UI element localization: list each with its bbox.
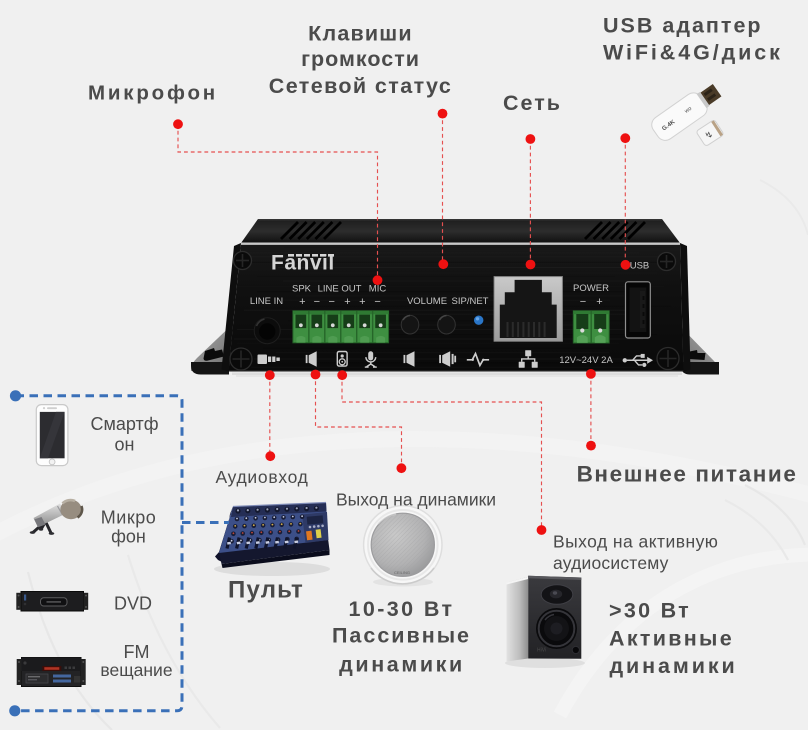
svg-text:+: + bbox=[359, 296, 365, 308]
svg-text:динамики: динамики bbox=[610, 654, 738, 678]
svg-text:>30 Вт: >30 Вт bbox=[609, 599, 691, 623]
svg-text:Клавиши: Клавиши bbox=[308, 22, 413, 46]
svg-text:фон: фон bbox=[111, 527, 146, 547]
svg-text:CEILING: CEILING bbox=[394, 570, 410, 575]
svg-text:LINE IN: LINE IN bbox=[250, 296, 283, 307]
svg-text:SIP/NET: SIP/NET bbox=[452, 296, 489, 307]
svg-text:SPK: SPK bbox=[292, 283, 312, 294]
svg-text:VOLUME: VOLUME bbox=[407, 296, 447, 307]
svg-text:WiFi&4G/диск: WiFi&4G/диск bbox=[603, 41, 783, 65]
svg-text:USB: USB bbox=[630, 260, 650, 271]
svg-text:+: + bbox=[344, 296, 350, 308]
svg-text:+: + bbox=[596, 296, 602, 308]
svg-text:Сетевой статус: Сетевой статус bbox=[269, 74, 452, 98]
svg-text:Выход на активную: Выход на активную bbox=[553, 532, 718, 552]
svg-text:он: он bbox=[115, 435, 135, 455]
svg-text:−: − bbox=[374, 296, 380, 308]
svg-text:Fanvil: Fanvil bbox=[271, 252, 335, 275]
svg-text:громкости: громкости bbox=[301, 47, 420, 71]
svg-text:Пульт: Пульт bbox=[228, 577, 304, 604]
svg-text:MIC: MIC bbox=[369, 283, 387, 294]
svg-text:динамики: динамики bbox=[339, 653, 465, 677]
svg-text:Микро: Микро bbox=[101, 508, 156, 528]
svg-text:Выход на динамики: Выход на динамики bbox=[336, 490, 496, 510]
svg-text:LINE OUT: LINE OUT bbox=[318, 283, 362, 294]
svg-text:вещание: вещание bbox=[100, 660, 172, 680]
svg-text:FM: FM bbox=[124, 642, 150, 662]
svg-text:Внешнее питание: Внешнее питание bbox=[577, 462, 798, 487]
svg-text:DVD: DVD bbox=[114, 594, 152, 614]
svg-text:POWER: POWER bbox=[573, 283, 609, 294]
svg-text:Микрофон: Микрофон bbox=[88, 82, 218, 105]
svg-text:USB адаптер: USB адаптер bbox=[603, 14, 763, 38]
svg-text:−: − bbox=[580, 296, 586, 308]
svg-text:Активные: Активные bbox=[609, 627, 734, 651]
svg-text:Сеть: Сеть bbox=[503, 91, 562, 115]
svg-text:+: + bbox=[299, 296, 305, 308]
svg-text:HiVi: HiVi bbox=[537, 648, 546, 654]
svg-text:Аудиовход: Аудиовход bbox=[215, 467, 308, 487]
svg-text:аудиосистему: аудиосистему bbox=[553, 553, 669, 573]
svg-text:wo: wo bbox=[683, 106, 693, 116]
svg-text:Смартф: Смартф bbox=[90, 414, 158, 434]
svg-text:Пассивные: Пассивные bbox=[332, 624, 471, 648]
svg-text:↯: ↯ bbox=[703, 129, 715, 141]
svg-text:−: − bbox=[328, 296, 334, 308]
svg-text:10-30 Вт: 10-30 Вт bbox=[349, 597, 455, 621]
svg-text:−: − bbox=[314, 296, 320, 308]
svg-text:12V~24V 2A: 12V~24V 2A bbox=[559, 355, 613, 366]
